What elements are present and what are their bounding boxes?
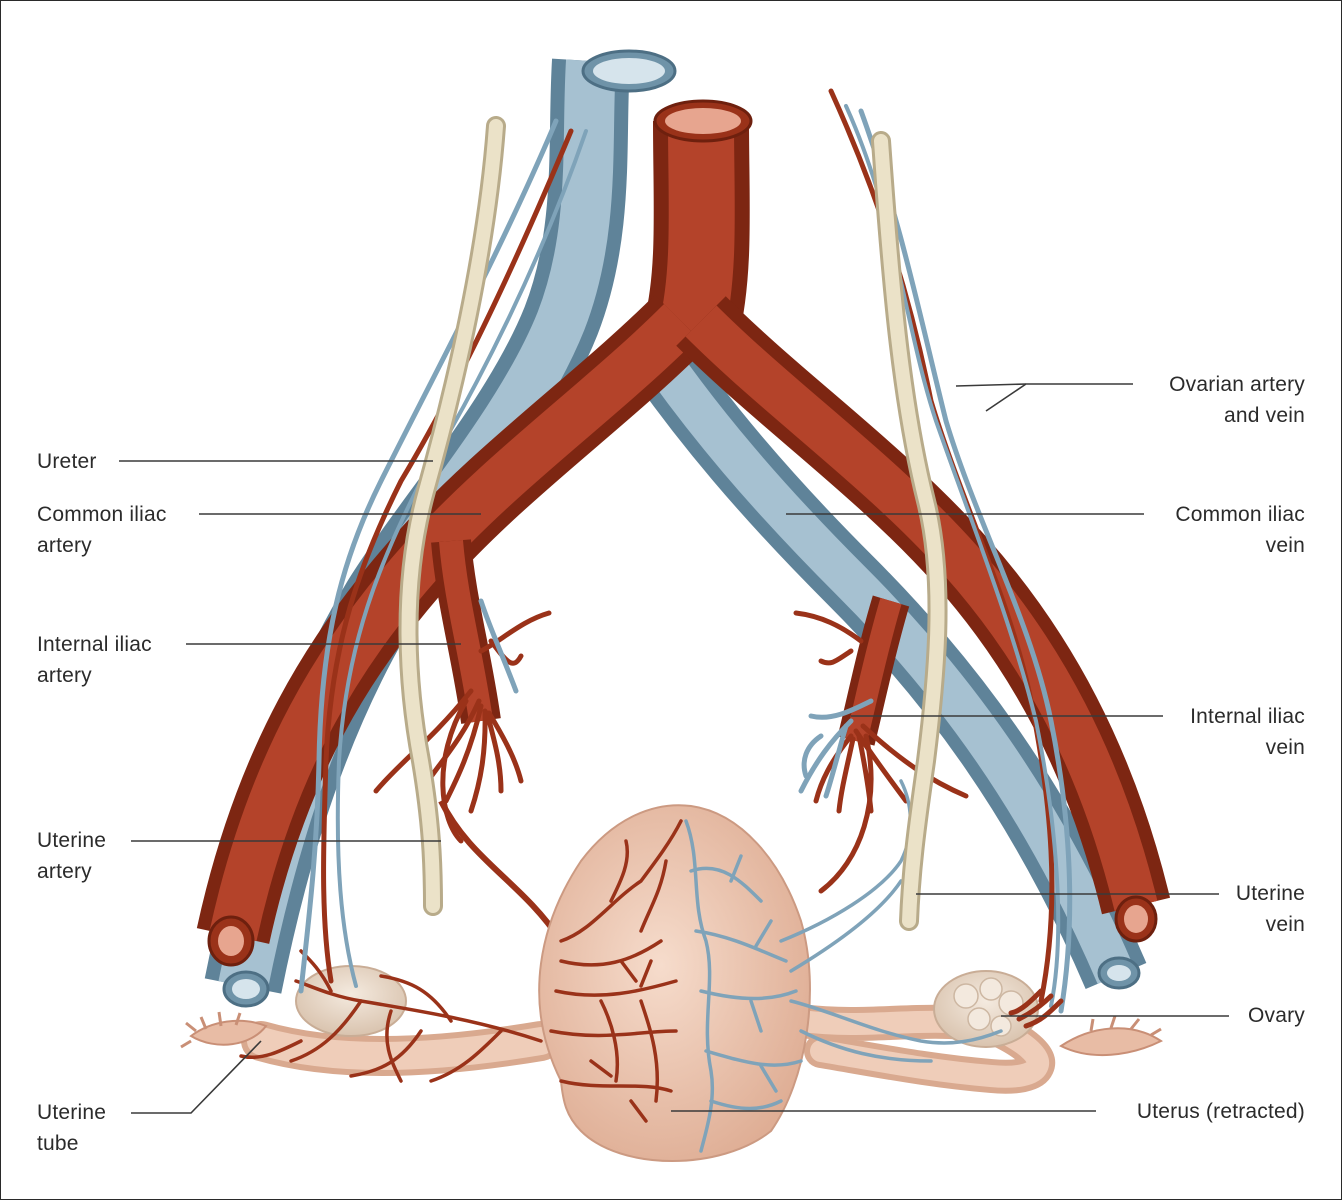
label-ovarian-artery-vein: Ovarian artery and vein bbox=[1169, 373, 1305, 427]
label-uterus: Uterus (retracted) bbox=[1136, 1100, 1305, 1123]
label-uterine-artery: Uterine artery bbox=[37, 829, 107, 883]
leader-lines bbox=[119, 383, 1229, 1114]
uterine-venous-network bbox=[684, 779, 1003, 1153]
label-internal-iliac-vein: Internal iliac vein bbox=[1190, 705, 1305, 759]
internal-iliac-vein-branches bbox=[478, 598, 874, 799]
label-ovary: Ovary bbox=[1247, 1004, 1305, 1027]
label-ureter: Ureter bbox=[37, 450, 97, 473]
uterine-arterial-network bbox=[239, 819, 683, 1123]
label-common-iliac-vein: Common iliac vein bbox=[1175, 503, 1305, 557]
ureters bbox=[398, 116, 948, 931]
label-common-iliac-artery: Common iliac artery bbox=[37, 503, 167, 557]
uterine-artery-path bbox=[438, 799, 564, 943]
label-internal-iliac-artery: Internal iliac artery bbox=[37, 633, 152, 687]
label-uterine-tube: Uterine tube bbox=[37, 1101, 107, 1155]
label-uterine-vein: Uterine vein bbox=[1235, 882, 1305, 936]
